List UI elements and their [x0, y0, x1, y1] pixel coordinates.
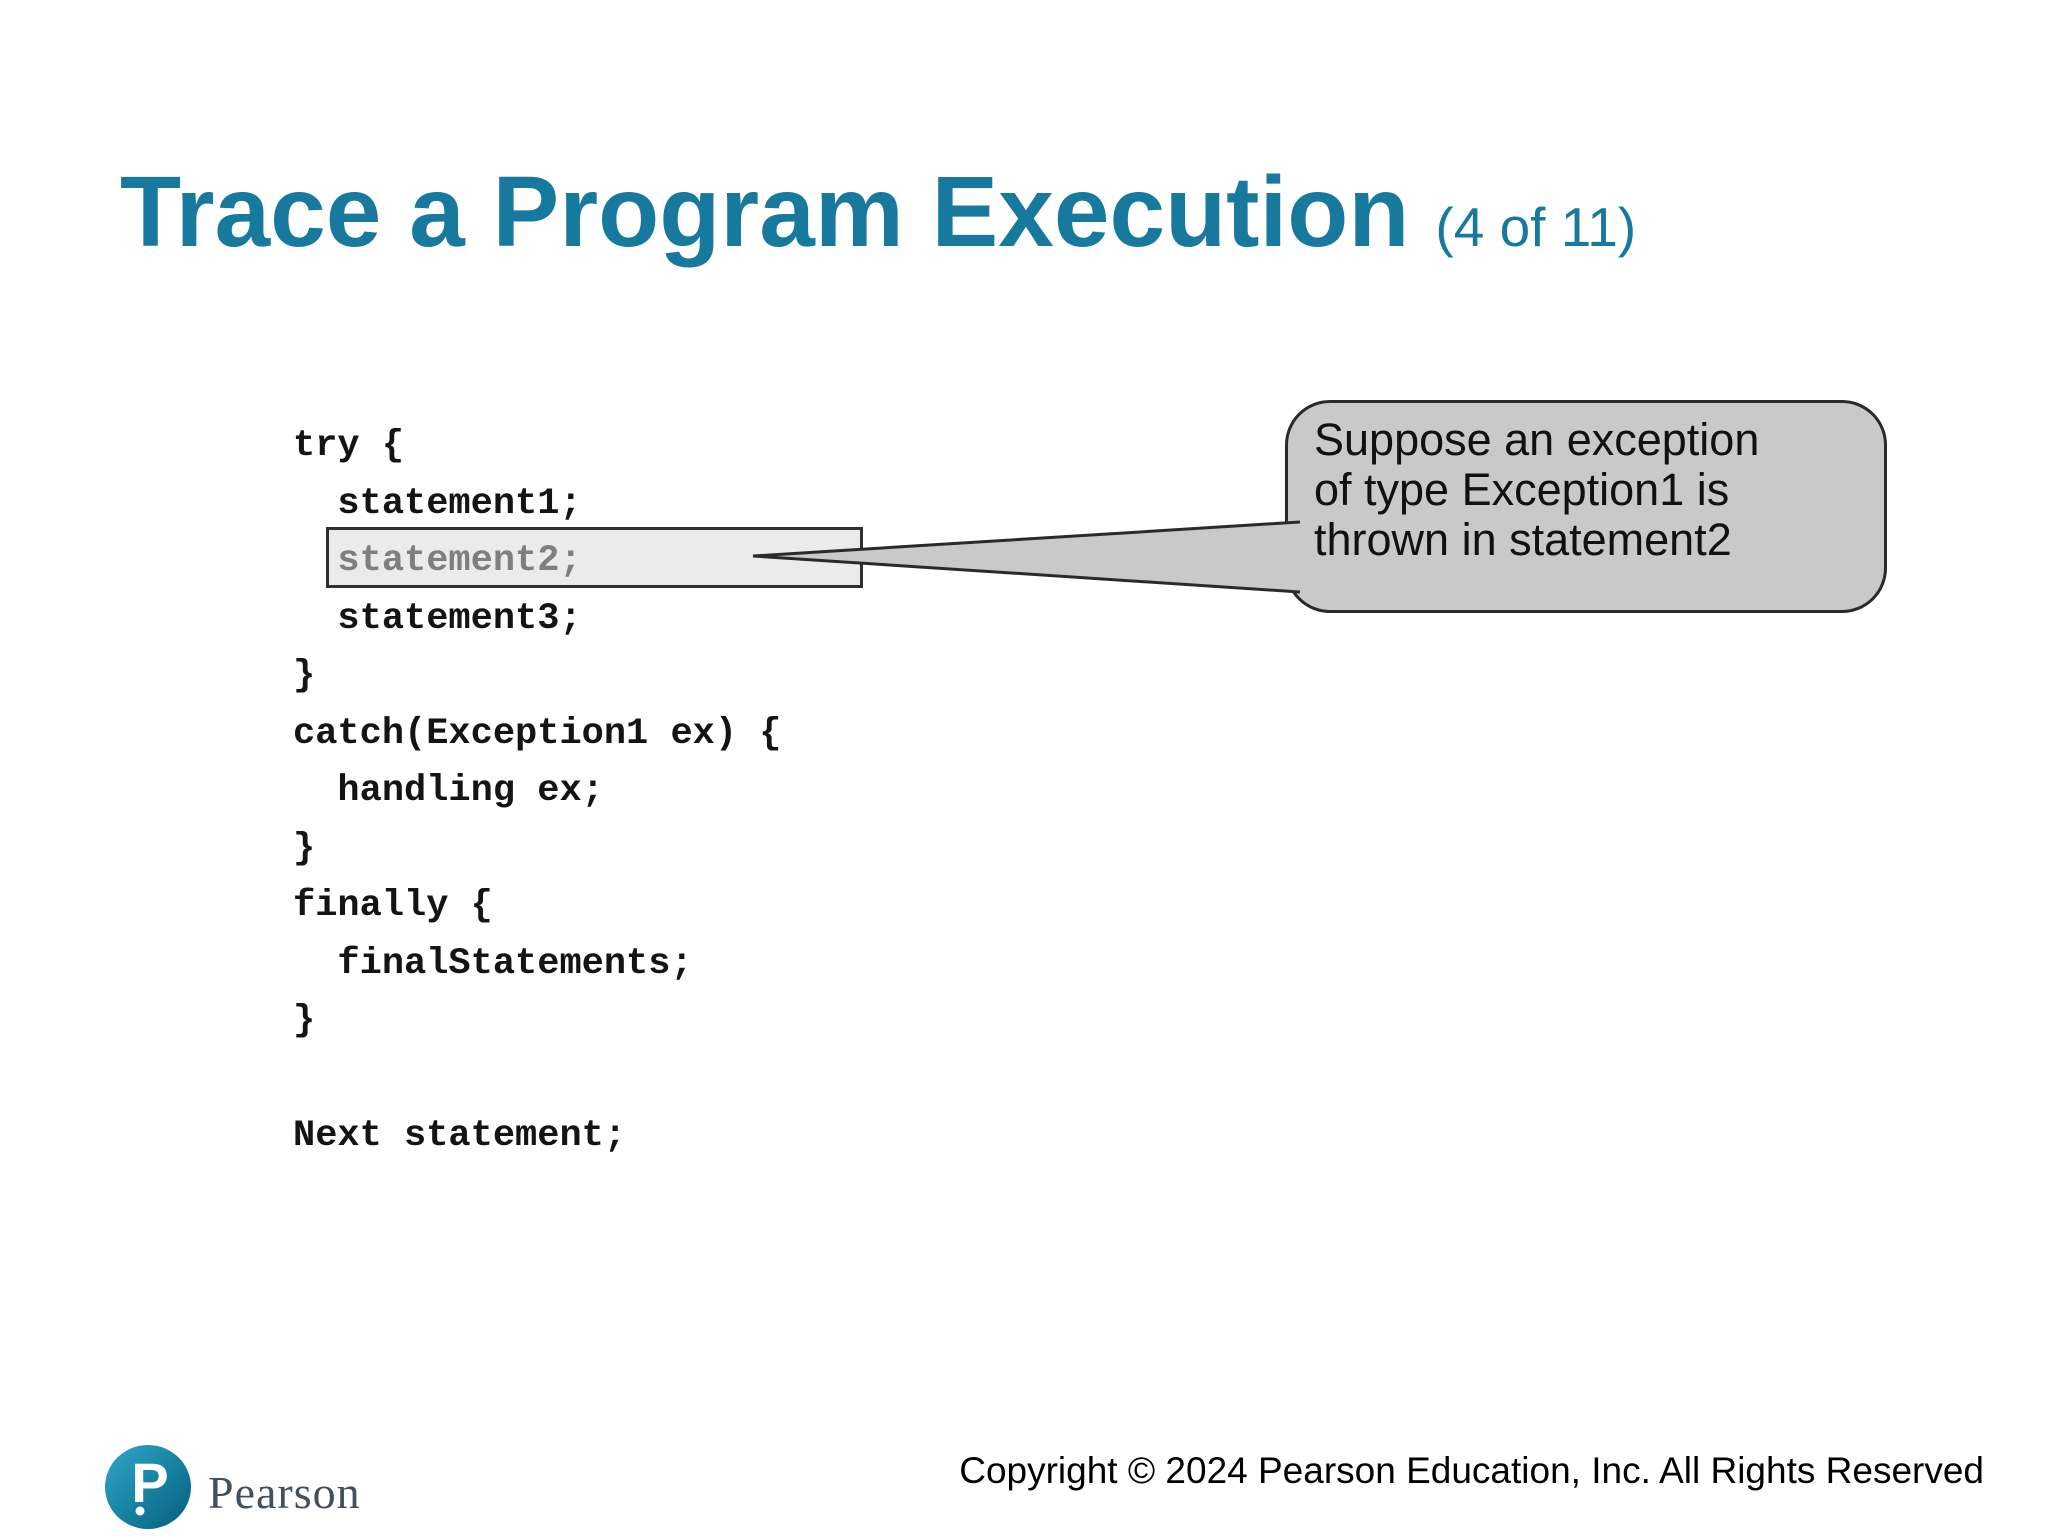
code-line: statement3;: [293, 597, 582, 640]
callout-text-line: Suppose an exception: [1314, 414, 1760, 465]
callout-pointer-icon: [752, 520, 1301, 594]
copyright-text: Copyright © 2024 Pearson Education, Inc.…: [959, 1450, 1984, 1491]
code-line: }: [293, 655, 316, 697]
code-line: catch(Exception1 ex) {: [293, 712, 782, 755]
code-line-highlighted: statement2;: [293, 540, 582, 582]
title-text: Trace a Program Execution: [120, 156, 1410, 268]
code-line: handling ex;: [293, 770, 604, 812]
code-line: }: [293, 827, 316, 870]
svg-text:P: P: [131, 1451, 168, 1514]
code-block: try { statement1; statement2; statement3…: [293, 418, 781, 1166]
code-line: statement1;: [293, 482, 582, 525]
code-line: Next statement;: [293, 1115, 627, 1157]
pearson-wordmark: Pearson: [208, 1467, 361, 1518]
code-line: try {: [293, 425, 405, 467]
code-line: finalStatements;: [293, 942, 693, 985]
title-part-indicator: (4 of 11): [1435, 196, 1637, 258]
code-line: finally {: [293, 885, 493, 927]
callout-text-line: of type Exception1 is: [1314, 464, 1730, 515]
code-line: [293, 1051, 781, 1109]
pearson-logo-icon: P: [105, 1445, 191, 1529]
code-line: }: [293, 1000, 316, 1042]
callout-text-line: thrown in statement2: [1314, 514, 1732, 565]
page-title: Trace a Program Execution(4 of 11): [120, 162, 1636, 262]
